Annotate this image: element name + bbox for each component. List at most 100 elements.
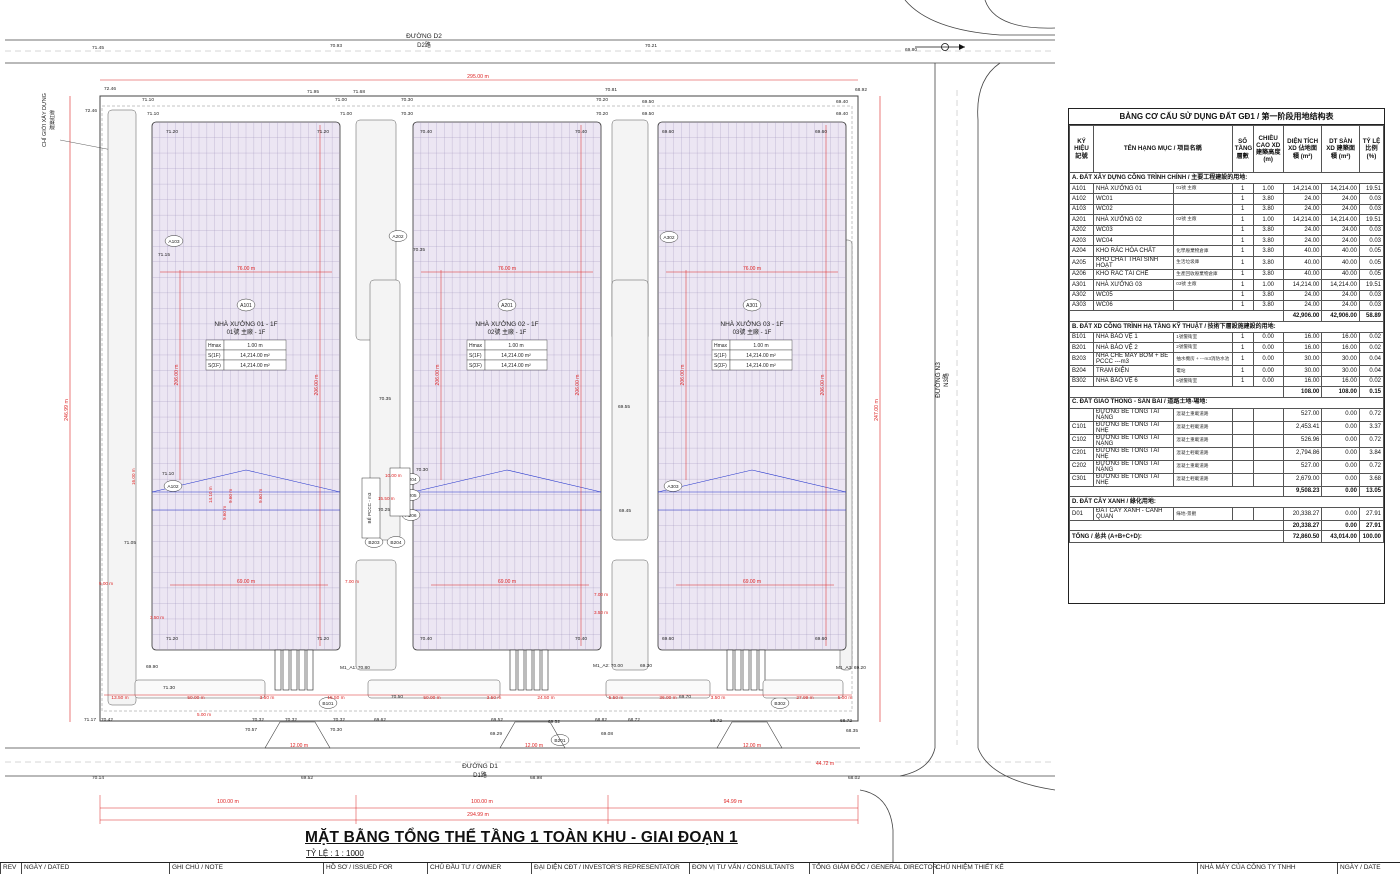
row-area: 24.00 (1282, 234, 1323, 247)
row-height: 0.00 (1252, 375, 1284, 388)
row-ratio: 0.03 (1358, 299, 1385, 312)
gate-bay (298, 649, 306, 691)
facility-tag-icon (663, 480, 683, 492)
row-name-zh: 1號警衛室 (1173, 331, 1233, 344)
elevation-label: 69.52 (301, 775, 313, 781)
row-floor-area: 24.00 (1321, 234, 1360, 247)
gate-bay (742, 649, 750, 691)
dim-bottom-seg: 3.50 m (487, 695, 502, 701)
row-height: 1.00 (1252, 182, 1284, 195)
row-name-zh: 2號警衛室 (1173, 342, 1233, 354)
row-code: B204 (1069, 365, 1094, 377)
row-name-zh: 混凝土輕載道路 (1173, 446, 1233, 461)
row-name: ĐƯỜNG BÊ TÔNG TẢI NẶNG (1092, 407, 1175, 422)
row-floors: 1 (1231, 203, 1254, 216)
gate-bay (734, 649, 742, 691)
row-name: ĐƯỜNG BÊ TÔNG TẢI NẶNG (1092, 433, 1175, 448)
title-block-divider (21, 863, 22, 874)
row-height: 0.00 (1252, 352, 1284, 367)
total-ratio: 100.00 (1358, 530, 1385, 544)
elevation-label: 68.92 (855, 87, 867, 93)
subtotal-spacer (1069, 310, 1284, 322)
row-ratio: 0.05 (1358, 255, 1385, 270)
green-median (355, 559, 397, 671)
elevation-label: 71.17 (84, 717, 96, 723)
row-ratio: 3.37 (1358, 420, 1385, 435)
building-name: NHÀ XƯỞNG 01 - 1F (214, 319, 277, 328)
info-key: Hmax (469, 343, 483, 349)
dim-inner-width: 69.00 m (743, 579, 761, 585)
row-floors: 1 (1231, 255, 1254, 270)
row-name-zh: 混凝土重載道路 (1173, 433, 1233, 448)
row-height: 1.00 (1252, 279, 1284, 291)
green-median (611, 559, 649, 671)
subtotal-area: 20,338.27 (1282, 520, 1323, 532)
row-name-zh: 混凝土輕載道路 (1173, 420, 1233, 435)
total-floor-area: 43,014.00 (1321, 530, 1360, 544)
row-floors (1231, 472, 1254, 487)
row-area: 2,794.86 (1282, 446, 1323, 461)
row-name-zh (1173, 203, 1233, 216)
dim-inner-len: 206.00 m (680, 365, 686, 386)
info-key: S(ΣF) (208, 363, 221, 369)
elevation-label: 68.98 (530, 775, 542, 781)
elevation-label: 71.20 (317, 129, 329, 135)
row-height: 3.80 (1252, 245, 1284, 257)
dim-bottom: 100.00 m (471, 799, 493, 805)
total-label: TỔNG / 总共 (A+B+C+D): (1069, 530, 1284, 544)
gate-bay (541, 649, 549, 691)
row-area: 527.00 (1282, 407, 1323, 422)
facility-tag: A205 (405, 493, 417, 499)
elevation-label: 69.70 (679, 694, 691, 700)
title-block-divider (1337, 863, 1338, 874)
row-ratio: 0.04 (1358, 365, 1385, 377)
row-height (1252, 507, 1284, 522)
row-floors: 1 (1231, 182, 1254, 195)
elevation-label: 70.40 (575, 129, 587, 135)
row-name: TRẠM ĐIỆN (1092, 365, 1175, 377)
subtotal-ratio: 27.91 (1358, 520, 1385, 532)
dim-small: 7.00 m (594, 592, 608, 597)
row-area: 20,338.27 (1282, 507, 1323, 522)
row-area: 40.00 (1282, 268, 1323, 281)
building-tag-icon (236, 298, 256, 312)
row-name-zh (1173, 193, 1233, 205)
row-ratio: 19.51 (1358, 182, 1385, 195)
subtotal-floor-area: 108.00 (1321, 386, 1360, 398)
title-block-divider (531, 863, 532, 874)
row-name: NHÀ XƯỞNG 03 (1092, 279, 1175, 291)
elevation-label: 71.10 (162, 471, 174, 477)
dim-bottom-seg: 5.50 m (609, 695, 624, 701)
row-ratio: 0.05 (1358, 268, 1385, 281)
road-d2-label: ĐƯỜNG D2 (406, 31, 442, 40)
info-key: S(ΣF) (469, 363, 482, 369)
gate-bay (306, 649, 314, 691)
elevation-label: 71.05 (124, 540, 136, 546)
gate-entrance (264, 721, 331, 749)
dim-bottom-seg: 15.50 m (327, 695, 344, 701)
dim-d1-offset: 44.72 m (816, 761, 834, 767)
row-floor-area: 0.00 (1321, 472, 1360, 487)
row-code: A103 (1069, 203, 1094, 216)
elevation-label: 70.32 (285, 717, 297, 723)
info-value: 14,214.00 m² (501, 353, 531, 359)
title-block-divider (689, 863, 690, 874)
row-ratio: 0.03 (1358, 203, 1385, 216)
row-name: WC02 (1092, 203, 1175, 216)
row-code: C301 (1069, 472, 1094, 487)
row-name-zh (1173, 224, 1233, 236)
roof-line (657, 469, 847, 493)
building-code: A201 (501, 303, 513, 309)
row-height: 3.80 (1252, 193, 1284, 205)
dim-small: 9.60 m (258, 489, 263, 503)
facility-tag: A303 (667, 484, 679, 490)
elevation-label: 71.20 (166, 129, 178, 135)
land-use-grid: KÝ HIỆU 記號 TÊN HẠNG MỤC / 项目名稱 SỐ TẦNG 層… (1069, 125, 1385, 544)
parking-block (762, 679, 844, 699)
